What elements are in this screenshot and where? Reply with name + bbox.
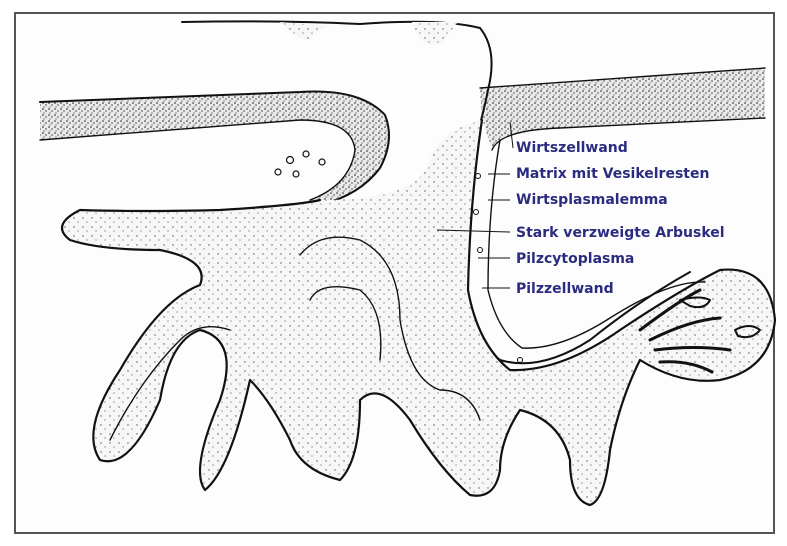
host-cell-wall-left (40, 91, 389, 205)
host-cell-wall-right (480, 68, 765, 150)
label-matrix: Matrix mit Vesikelresten (516, 166, 709, 182)
label-wirtsplasmalemma: Wirtsplasmalemma (516, 192, 668, 208)
label-pilzzellwand: Pilzzellwand (516, 281, 614, 297)
annotation-labels: Wirtszellwand Matrix mit Vesikelresten W… (516, 140, 725, 297)
label-pilzcytoplasma: Pilzcytoplasma (516, 251, 634, 267)
label-wirtszellwand: Wirtszellwand (516, 140, 628, 156)
label-arbuskel: Stark verzweigte Arbuskel (516, 225, 725, 241)
